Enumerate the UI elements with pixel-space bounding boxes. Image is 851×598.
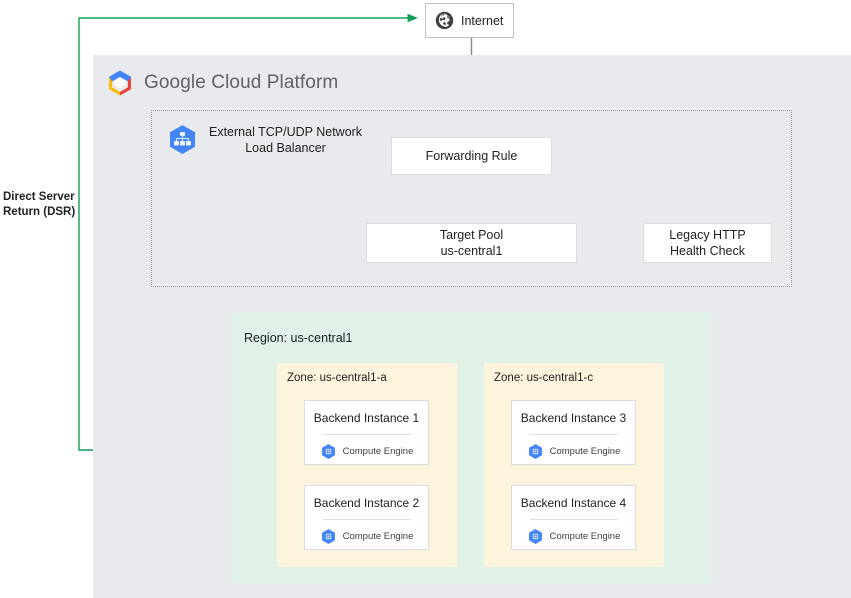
zone-label-a: Zone: us-central1-a: [287, 372, 387, 384]
health-check-line2: Health Check: [669, 244, 746, 258]
card-divider: [322, 434, 411, 435]
target-pool-node[interactable]: Target Pool us-central1: [366, 223, 577, 263]
instance-title: Backend Instance 1: [313, 411, 420, 425]
region-label: Region: us-central1: [244, 331, 353, 345]
internet-label: Internet: [461, 13, 504, 28]
product-label: Compute Engine: [342, 446, 414, 457]
product-label: Compute Engine: [342, 531, 414, 542]
dsr-label-line1: Direct Server: [3, 191, 75, 203]
instance-title: Backend Instance 2: [313, 496, 420, 510]
card-divider: [529, 519, 618, 520]
product-row: Compute Engine: [527, 443, 621, 460]
zone-container-us-central1-c: Zone: us-central1-c Backend Instance 3: [484, 363, 664, 567]
backend-instance-card[interactable]: Backend Instance 3 Compute Engine: [511, 400, 636, 465]
zone-container-us-central1-a: Zone: us-central1-a Backend Instance 1: [277, 363, 457, 567]
load-balancer-header: External TCP/UDP Network Load Balancer: [166, 123, 362, 156]
forwarding-rule-label: Forwarding Rule: [425, 149, 518, 163]
region-container: Region: us-central1 Zone: us-central1-a …: [231, 313, 710, 583]
product-label: Compute Engine: [549, 446, 621, 457]
target-pool-label: Target Pool us-central1: [440, 227, 503, 259]
globe-icon: [435, 11, 454, 30]
target-pool-line2: us-central1: [440, 244, 503, 258]
direct-server-return-label: Direct Server Return (DSR): [3, 190, 79, 219]
product-row: Compute Engine: [320, 528, 414, 545]
product-row: Compute Engine: [320, 443, 414, 460]
load-balancer-title: External TCP/UDP Network Load Balancer: [209, 124, 362, 156]
load-balancer-hexagon-icon: [166, 123, 199, 156]
forwarding-rule-node[interactable]: Forwarding Rule: [391, 137, 552, 175]
zone-label-c: Zone: us-central1-c: [494, 372, 594, 384]
product-row: Compute Engine: [527, 528, 621, 545]
gcp-wordmark: Google Cloud Platform: [144, 72, 338, 94]
card-divider: [529, 434, 618, 435]
compute-engine-hexagon-icon: [527, 443, 544, 460]
backend-instance-card[interactable]: Backend Instance 2 Compute Engine: [304, 485, 429, 550]
instance-title: Backend Instance 3: [520, 411, 627, 425]
health-check-label: Legacy HTTP Health Check: [669, 227, 745, 259]
dsr-label-line2: Return (DSR): [3, 205, 76, 218]
google-cloud-platform-panel: Google Cloud Platform: [93, 55, 851, 598]
backend-instance-card[interactable]: Backend Instance 1 Compute Engine: [304, 400, 429, 465]
load-balancer-container: External TCP/UDP Network Load Balancer: [151, 110, 792, 287]
gcp-wordmark-rest: Cloud Platform: [205, 72, 339, 93]
google-cloud-platform-hexagon-icon: [105, 68, 135, 98]
internet-node[interactable]: Internet: [425, 3, 514, 38]
gcp-wordmark-google: Google: [144, 72, 206, 93]
gcp-brand: Google Cloud Platform: [105, 68, 338, 98]
target-pool-line1: Target Pool: [439, 228, 504, 242]
health-check-line1: Legacy HTTP: [669, 228, 746, 242]
legacy-http-health-check-node[interactable]: Legacy HTTP Health Check: [643, 223, 772, 263]
backend-instance-card[interactable]: Backend Instance 4 Compute Engine: [511, 485, 636, 550]
load-balancer-title-line1: External TCP/UDP Network: [209, 124, 363, 139]
product-label: Compute Engine: [549, 531, 621, 542]
card-divider: [322, 519, 411, 520]
load-balancer-title-line2: Load Balancer: [245, 140, 326, 155]
compute-engine-hexagon-icon: [320, 528, 337, 545]
compute-engine-hexagon-icon: [527, 528, 544, 545]
compute-engine-hexagon-icon: [320, 443, 337, 460]
instance-title: Backend Instance 4: [520, 496, 627, 510]
